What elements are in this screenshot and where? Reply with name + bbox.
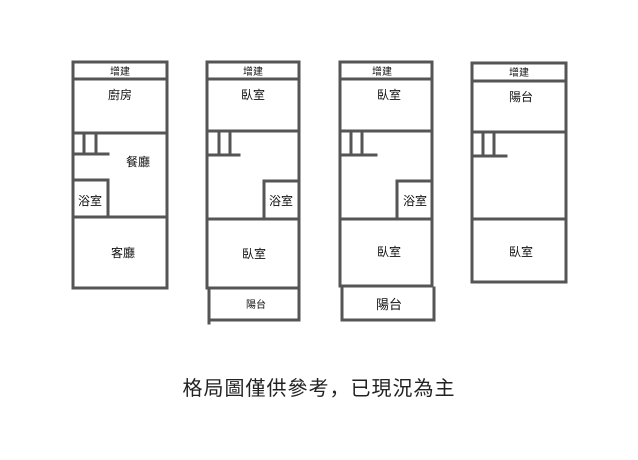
room-label-kitchen: 廚房 [108, 87, 132, 102]
room-label-bathroom: 浴室 [403, 193, 427, 208]
room-label-bathroom: 浴室 [269, 193, 293, 208]
room-label-bedroom: 臥室 [377, 244, 401, 259]
extension-label: 增建 [372, 65, 392, 78]
room-label-living: 客廳 [111, 245, 135, 260]
room-label-bedroom: 臥室 [377, 87, 401, 102]
outer-wall [470, 61, 568, 284]
room-label-bathroom: 浴室 [78, 193, 102, 208]
balcony-outline [340, 286, 436, 322]
room-label-bedroom: 臥室 [241, 87, 265, 102]
room-label-bedroom: 臥室 [242, 246, 266, 261]
room-label-balcony: 陽台 [246, 298, 266, 311]
outer-wall [338, 60, 434, 288]
extension-label: 增建 [509, 66, 529, 79]
floor-plan-4: 增建 陽台 臥室 [470, 61, 568, 284]
bathroom-wall [262, 179, 301, 221]
floor-plan-3: 增建 臥室 浴室 臥室 陽台 [338, 60, 436, 322]
room-label-bedroom: 臥室 [509, 244, 533, 259]
room-label-balcony: 陽台 [376, 298, 402, 313]
room-label-dining: 餐廳 [126, 154, 150, 169]
floor-plan-2: 增建 臥室 浴室 臥室 陽台 [205, 60, 301, 325]
extension-label: 增建 [243, 65, 263, 78]
room-label-balcony: 陽台 [509, 89, 533, 104]
disclaimer-caption: 格局圖僅供參考，已現況為主 [182, 376, 456, 400]
outer-wall [205, 60, 301, 290]
floor-plan-1: 增建 廚房 餐廳 浴室 客廳 [71, 60, 169, 290]
outer-wall [71, 60, 169, 290]
extension-label: 增建 [110, 65, 130, 78]
bathroom-wall [71, 178, 110, 219]
bathroom-wall [395, 179, 434, 221]
